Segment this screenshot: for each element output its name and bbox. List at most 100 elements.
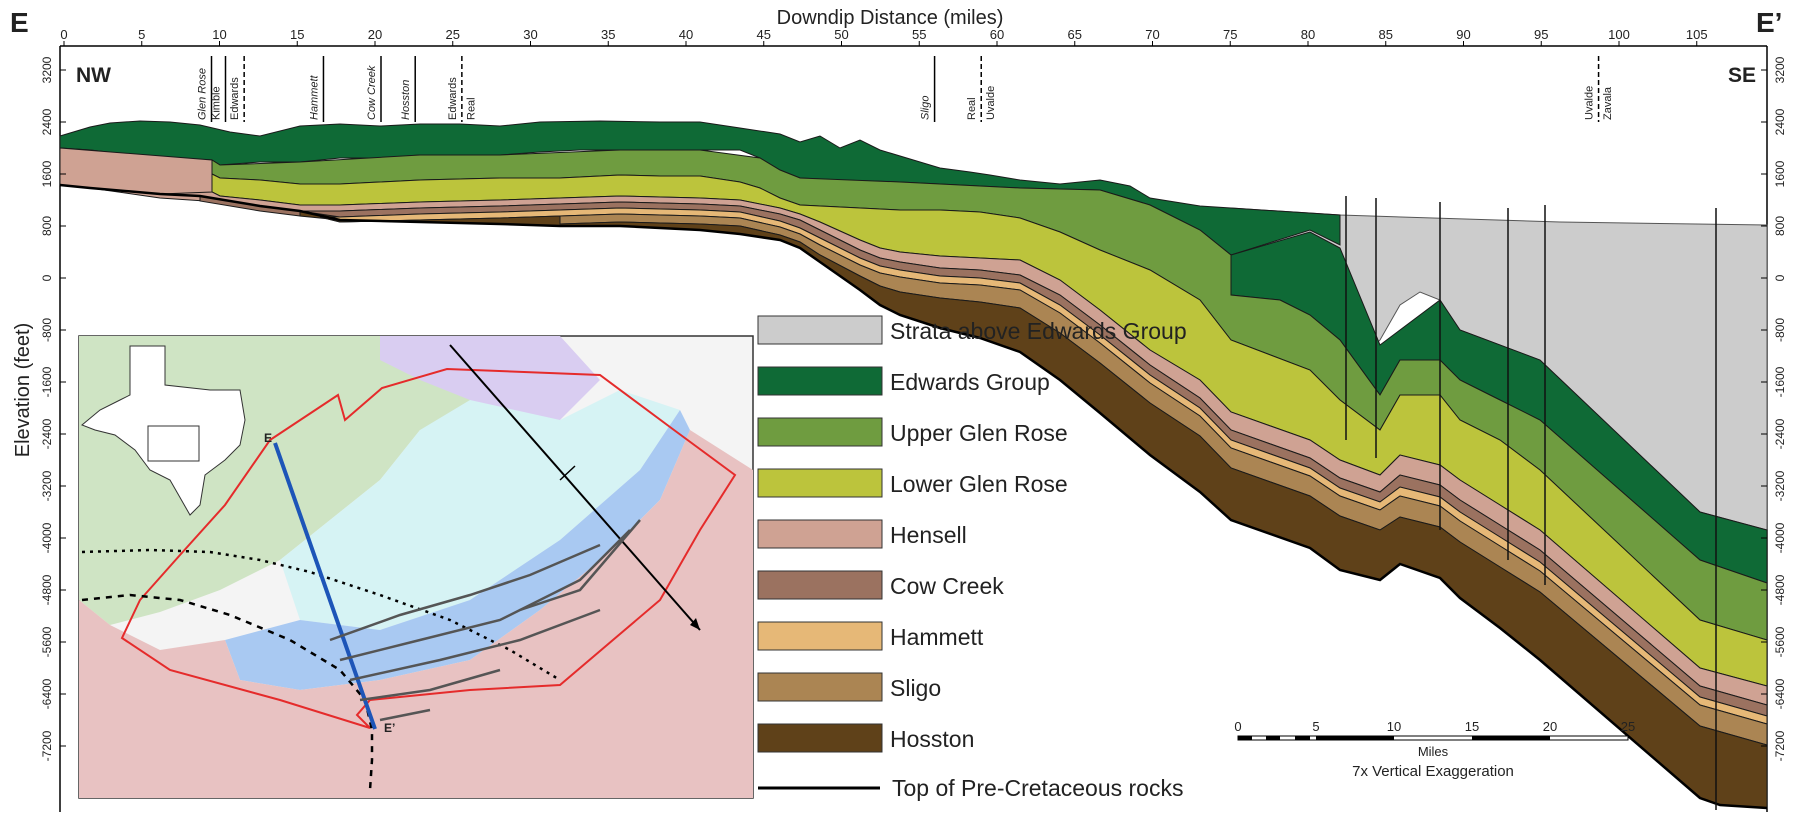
scale-tick-label: 25: [1621, 719, 1635, 734]
formation-label: Real: [966, 97, 978, 120]
x-tick-label: 45: [757, 27, 771, 42]
section-line: [273, 442, 377, 730]
y-tick-label-left: -7200: [40, 730, 54, 761]
legend-swatch: [757, 315, 883, 345]
nw-direction-label: NW: [76, 64, 111, 87]
inset-start-label: E: [264, 431, 272, 445]
x-tick-label: 55: [912, 27, 926, 42]
y-tick-label-right: -3200: [1773, 470, 1787, 501]
map-region-pink: [79, 430, 753, 798]
legend-swatch: [757, 366, 883, 396]
scale-bar-segment: [1316, 736, 1394, 740]
fault-traces: [329, 519, 641, 722]
strike-arrow: [559, 465, 576, 481]
y-tick-label-left: 1600: [40, 160, 54, 187]
locator-box: [147, 425, 200, 462]
y-tick-label-right: -5600: [1773, 626, 1787, 657]
x-tick-label: 75: [1223, 27, 1237, 42]
scale-bar-segment: [1472, 736, 1550, 740]
scale-tick-label: 20: [1543, 719, 1557, 734]
y-tick-label-left: 3200: [40, 56, 54, 83]
pre-cretaceous-top-line: [59, 183, 1768, 810]
x-tick-label: 105: [1686, 27, 1708, 42]
fault-trace: [349, 608, 601, 682]
x-tick-label: 10: [212, 27, 226, 42]
y-tick-label-left: -1600: [40, 366, 54, 397]
inset-location-map: E E’: [78, 335, 754, 799]
formation-label: Glen Rose: [197, 68, 209, 120]
formation-label: Edwards: [229, 77, 241, 120]
y-tick-label-right: -7200: [1773, 730, 1787, 761]
fault-trace: [339, 529, 631, 662]
section-end-label: E’: [1756, 7, 1782, 38]
y-tick-label-right: 0: [1773, 274, 1787, 281]
legend-item-label: Strata above Edwards Group: [890, 318, 1187, 344]
scale-bar: 0 5 10 15 20 25 Miles 7x Vertical Exagge…: [1234, 719, 1635, 780]
legend-item-label: Hensell: [890, 522, 967, 548]
x-tick-label: 50: [834, 27, 848, 42]
x-tick-label: 60: [990, 27, 1004, 42]
x-tick-label: 80: [1301, 27, 1315, 42]
formation-label: Uvalde: [1584, 86, 1596, 120]
legend-item-label: Hosston: [890, 726, 974, 752]
x-tick-label: 85: [1379, 27, 1393, 42]
map-region-purple: [380, 336, 600, 430]
formation-label: Sligo: [920, 96, 932, 120]
formation-label: Edwards: [447, 77, 459, 120]
y-tick-label-left: 2400: [40, 108, 54, 135]
legend-swatch: [757, 621, 883, 651]
x-tick-label: 25: [446, 27, 460, 42]
fault-trace: [519, 519, 641, 612]
legend-item-label: Cow Creek: [890, 573, 1004, 599]
y-tick-label-right: 1600: [1773, 160, 1787, 187]
legend-swatch: [757, 570, 883, 600]
fault-trace: [379, 708, 431, 722]
legend-swatch: [757, 468, 883, 498]
legend-swatch: [757, 723, 883, 753]
geologic-cross-section: [59, 120, 1768, 810]
x-tick-label: 5: [138, 27, 145, 42]
map-region-cyan: [280, 390, 680, 630]
x-tick-label: 0: [60, 27, 67, 42]
x-tick-label: 40: [679, 27, 693, 42]
y-tick-label-right: 800: [1773, 216, 1787, 236]
x-tick-label: 100: [1608, 27, 1630, 42]
y-tick-label-right: -1600: [1773, 366, 1787, 397]
dip-arrow-head: [690, 618, 700, 630]
formation-label: Hosston: [400, 80, 412, 120]
scale-bar-segment: [1238, 736, 1252, 740]
y-axis-title: Elevation (feet): [12, 323, 34, 458]
y-tick-label-left: -800: [40, 318, 54, 342]
y-tick-label-right: -4800: [1773, 574, 1787, 605]
formation-label: Zavala: [1602, 86, 1614, 120]
legend-swatch: [757, 672, 883, 702]
y-tick-label-left: -3200: [40, 470, 54, 501]
y-tick-label-left: 0: [40, 274, 54, 281]
x-tick-label: 70: [1145, 27, 1159, 42]
scale-tick-label: 15: [1465, 719, 1479, 734]
x-axis-title: Downdip Distance (miles): [777, 7, 1004, 29]
fault-trace: [359, 668, 501, 702]
fault-trace: [329, 543, 601, 642]
legend-item-label: Edwards Group: [890, 369, 1050, 395]
map-region-blue: [225, 410, 690, 690]
y-tick-label-right: 3200: [1773, 56, 1787, 83]
x-tick-label: 90: [1456, 27, 1470, 42]
formation-label: Uvalde: [985, 86, 997, 120]
fault-lines: [1345, 196, 1717, 810]
y-tick-label-left: -6400: [40, 678, 54, 709]
texas-outline: [81, 345, 246, 516]
legend-item-label: Sligo: [890, 675, 941, 701]
scale-bar-segment: [1295, 736, 1310, 740]
dashed-boundary-line: [81, 593, 374, 791]
dotted-boundary-line: [81, 548, 561, 682]
scale-units-label: Miles: [1418, 744, 1449, 759]
x-tick-label: 20: [368, 27, 382, 42]
y-tick-label-left: -2400: [40, 418, 54, 449]
